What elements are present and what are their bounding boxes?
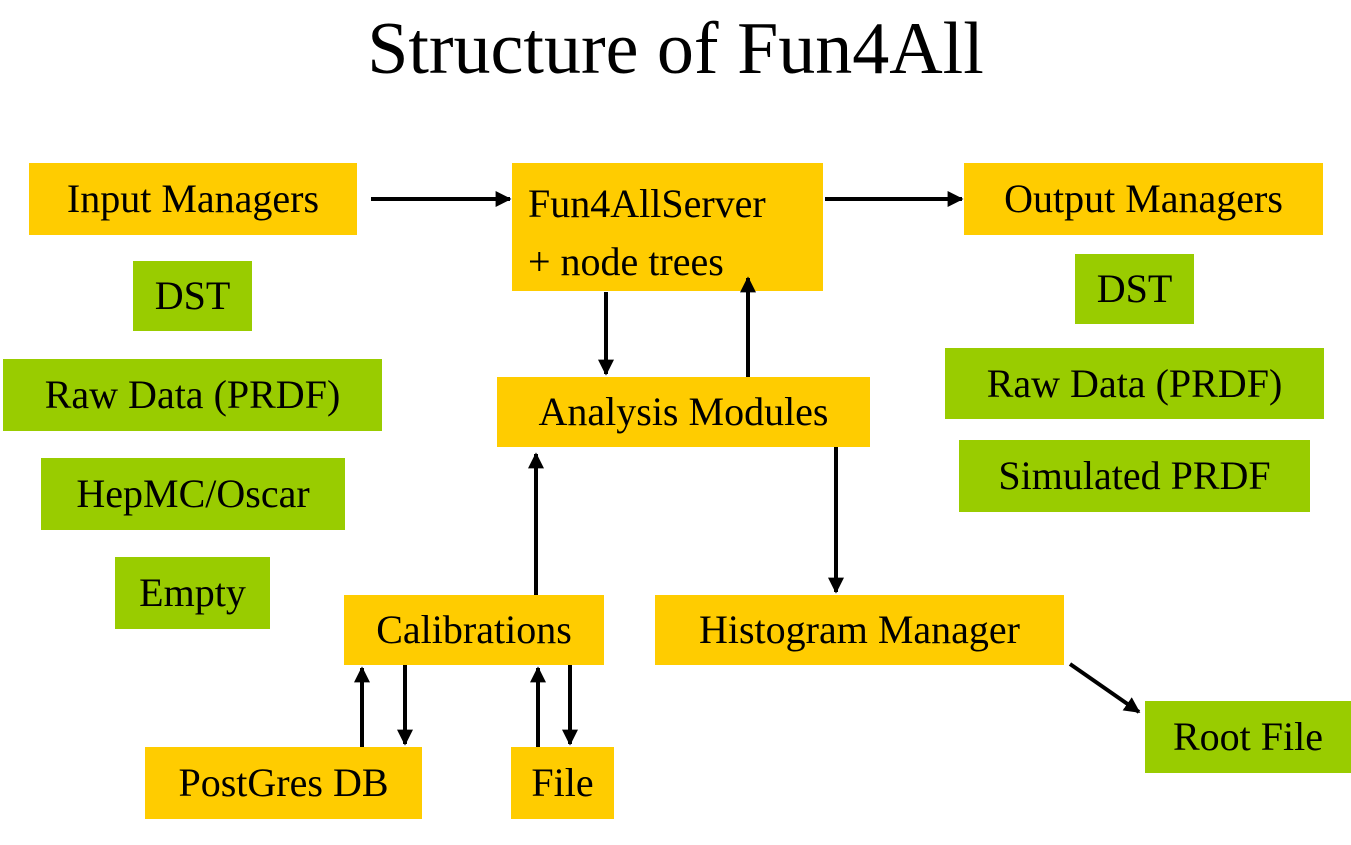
input-type-hepmc-oscar: HepMC/Oscar bbox=[41, 458, 345, 530]
node-trees-label: + node trees bbox=[528, 239, 724, 284]
root-file-box: Root File bbox=[1145, 701, 1351, 773]
calibrations-box: Calibrations bbox=[344, 595, 604, 665]
input-type-dst: DST bbox=[133, 261, 252, 331]
page-title: Structure of Fun4All bbox=[367, 8, 984, 90]
input-type-raw-data: Raw Data (PRDF) bbox=[3, 359, 382, 431]
output-type-dst: DST bbox=[1075, 254, 1194, 324]
input-managers-box: Input Managers bbox=[29, 163, 357, 235]
analysis-modules-box: Analysis Modules bbox=[497, 377, 870, 447]
output-type-raw-data: Raw Data (PRDF) bbox=[945, 348, 1324, 419]
arrow-histogram-to-rootfile bbox=[1068, 662, 1141, 714]
fun4allserver-label: Fun4AllServer bbox=[528, 181, 766, 226]
histogram-manager-box: Histogram Manager bbox=[655, 595, 1064, 665]
output-type-simulated-prdf: Simulated PRDF bbox=[959, 440, 1310, 512]
input-type-empty: Empty bbox=[115, 557, 270, 629]
postgres-db-box: PostGres DB bbox=[145, 747, 422, 819]
fun4allserver-box: Fun4AllServer + node trees bbox=[512, 163, 823, 291]
output-managers-box: Output Managers bbox=[964, 163, 1323, 235]
file-box: File bbox=[511, 747, 614, 819]
